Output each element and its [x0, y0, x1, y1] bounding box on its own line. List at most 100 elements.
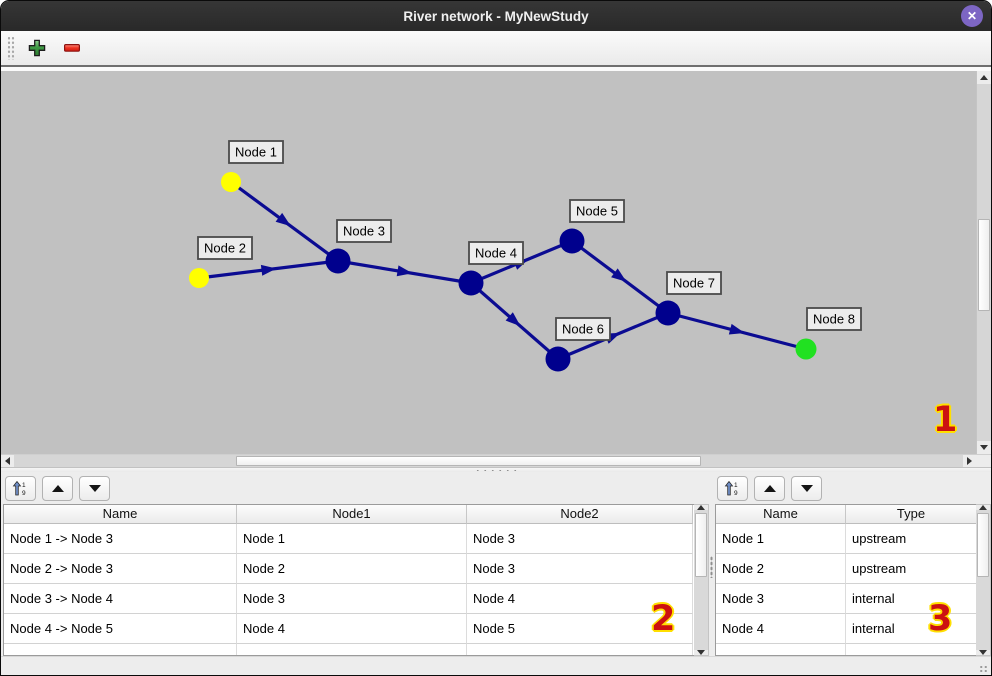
scrollbar-thumb[interactable] [978, 219, 990, 311]
scroll-up-button[interactable] [977, 71, 991, 84]
canvas-hscrollbar[interactable] [1, 454, 991, 467]
table-cell[interactable]: Node 3 -> Node 4 [4, 584, 237, 614]
sort-button[interactable]: 1 9 [5, 475, 36, 501]
table-cell[interactable]: Node 4 [237, 614, 467, 644]
table-header-cell[interactable]: Type [846, 505, 976, 524]
up-triangle-icon [763, 484, 776, 492]
scrollbar-thumb[interactable] [695, 513, 707, 577]
scroll-up-button[interactable] [694, 505, 708, 510]
table-cell[interactable]: Node 4 -> Node 5 [4, 614, 237, 644]
edges-table-scrollbar[interactable] [694, 504, 709, 656]
right-arrow-icon [967, 457, 972, 465]
table-cell[interactable]: upstream [846, 554, 976, 584]
node-label-box[interactable] [806, 307, 862, 331]
scroll-up-button[interactable] [976, 505, 990, 510]
table-cell[interactable] [846, 644, 976, 655]
table-header-cell[interactable]: Node2 [467, 505, 693, 524]
resize-grip[interactable] [979, 665, 988, 673]
scrollbar-track[interactable] [976, 510, 990, 650]
toolbar-drag-handle[interactable] [7, 36, 15, 60]
table-cell[interactable]: Node 2 -> Node 3 [4, 554, 237, 584]
plus-icon [28, 39, 46, 57]
vertical-splitter[interactable] [709, 472, 713, 656]
table-cell[interactable]: Node 3 [467, 524, 693, 554]
table-header-cell[interactable]: Node1 [237, 505, 467, 524]
node-label-box[interactable] [197, 236, 253, 260]
node-circle[interactable] [458, 270, 484, 296]
table-cell[interactable]: Node 4 [716, 614, 846, 644]
svg-text:9: 9 [22, 490, 26, 497]
table-cell[interactable]: Node 2 [716, 554, 846, 584]
scroll-down-button[interactable] [977, 441, 991, 454]
scrollbar-thumb[interactable] [977, 513, 989, 577]
titlebar: River network - MyNewStudy ✕ [1, 1, 991, 31]
table-cell[interactable]: internal [846, 584, 976, 614]
scroll-left-button[interactable] [1, 455, 14, 467]
table-cell[interactable]: Node 4 [467, 584, 693, 614]
node-label: Node 2 [204, 241, 246, 256]
down-arrow-icon [979, 650, 987, 655]
node-label: Node 5 [576, 204, 618, 219]
move-up-button[interactable] [42, 475, 73, 501]
node-circle[interactable] [655, 300, 681, 326]
table-header-cell[interactable]: Name [716, 505, 846, 524]
edge-arrow-icon [728, 323, 745, 335]
remove-button[interactable] [59, 35, 85, 61]
close-button[interactable]: ✕ [961, 5, 983, 27]
table-cell[interactable]: Node 1 -> Node 3 [4, 524, 237, 554]
node-label-box[interactable] [336, 219, 392, 243]
table-cell[interactable] [237, 644, 467, 655]
table-cell[interactable]: Node 5 [467, 614, 693, 644]
up-arrow-icon [979, 505, 987, 510]
table-cell[interactable]: Node 1 [237, 524, 467, 554]
window-title: River network - MyNewStudy [403, 8, 589, 24]
move-down-button[interactable] [791, 475, 822, 501]
table-cell[interactable]: internal [846, 614, 976, 644]
node-label-box[interactable] [468, 241, 524, 265]
scrollbar-track[interactable] [14, 455, 963, 467]
node-label: Node 7 [673, 276, 715, 291]
down-arrow-icon [697, 650, 705, 655]
scroll-down-button[interactable] [694, 650, 708, 655]
node-label-box[interactable] [569, 199, 625, 223]
add-button[interactable] [24, 35, 50, 61]
nodes-table-scrollbar[interactable] [976, 504, 991, 656]
table-cell[interactable] [467, 644, 693, 655]
scrollbar-thumb[interactable] [236, 456, 701, 466]
table-cell[interactable]: Node 2 [237, 554, 467, 584]
table-cell[interactable] [716, 644, 846, 655]
table-header-cell[interactable]: Name [4, 505, 237, 524]
node-circle[interactable] [559, 228, 585, 254]
node-circle[interactable] [545, 346, 571, 372]
table-cell[interactable]: upstream [846, 524, 976, 554]
edge-arrow-icon [260, 264, 277, 276]
node-label-box[interactable] [666, 271, 722, 295]
move-down-button[interactable] [79, 475, 110, 501]
node-label-box[interactable] [555, 317, 611, 341]
table-cell[interactable]: Node 1 [716, 524, 846, 554]
horizontal-splitter[interactable] [1, 467, 991, 472]
scroll-down-button[interactable] [976, 650, 990, 655]
table-cell[interactable] [4, 644, 237, 655]
sort-button[interactable]: 1 9 [717, 475, 748, 501]
node-label-box[interactable] [228, 140, 284, 164]
scrollbar-track[interactable] [694, 510, 708, 650]
move-up-button[interactable] [754, 475, 785, 501]
scroll-right-button[interactable] [963, 455, 976, 467]
table-cell[interactable]: Node 3 [237, 584, 467, 614]
scrollbar-track[interactable] [977, 84, 991, 441]
sort-ascending-icon: 1 9 [724, 480, 738, 497]
node-circle[interactable] [325, 248, 351, 274]
node-circle[interactable] [189, 268, 209, 288]
up-triangle-icon [51, 484, 64, 492]
canvas-vscrollbar[interactable] [976, 71, 991, 454]
table-cell[interactable]: Node 3 [467, 554, 693, 584]
table-cell[interactable]: Node 3 [716, 584, 846, 614]
node-circle[interactable] [795, 338, 817, 360]
node-circle[interactable] [221, 172, 241, 192]
